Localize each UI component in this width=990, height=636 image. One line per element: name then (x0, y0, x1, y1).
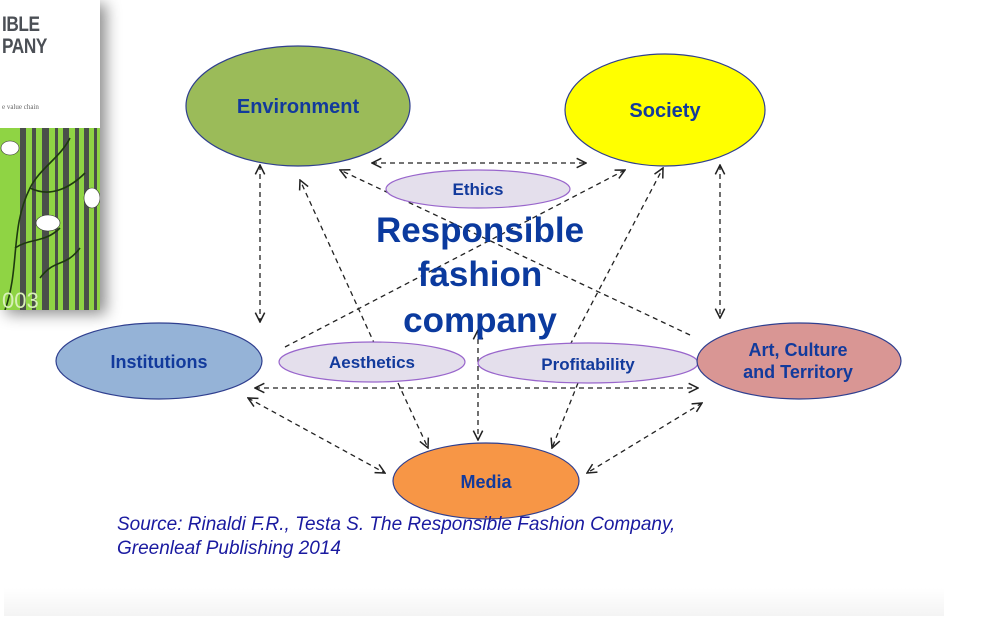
connection-lines (248, 163, 720, 473)
book-subtitle: e value chain (2, 103, 39, 111)
node-environment-label: Environment (237, 96, 360, 118)
node-aesthetics: Aesthetics (278, 341, 466, 383)
node-ethics: Ethics (385, 169, 571, 209)
node-media-label: Media (460, 472, 512, 492)
node-institutions: Institutions (55, 322, 263, 400)
node-media: Media (392, 442, 580, 520)
book-cover-art: 003 (0, 128, 100, 310)
book-number: 003 (2, 288, 39, 310)
center-title-line2: fashion (418, 255, 542, 294)
arrow-profitability-to-media (552, 382, 579, 448)
arrow-art-media (587, 403, 702, 473)
source-line2: Greenleaf Publishing 2014 (117, 538, 341, 559)
source-line1: Source: Rinaldi F.R., Testa S. The Respo… (117, 514, 676, 535)
node-art-label-line2: and Territory (743, 362, 853, 382)
node-society-label: Society (629, 100, 701, 122)
book-title-line2: PANY (2, 35, 47, 58)
center-title-line1: Responsible (376, 211, 584, 250)
node-environment: Environment (185, 45, 411, 167)
node-aesthetics-label: Aesthetics (329, 353, 415, 372)
node-profitability: Profitability (477, 342, 699, 384)
node-society: Society (564, 53, 766, 167)
node-ethics-label: Ethics (452, 180, 503, 199)
book-title-line1: IBLE (2, 13, 40, 36)
node-institutions-label: Institutions (111, 352, 208, 372)
book-title: IBLE PANY (2, 14, 47, 58)
node-profitability-label: Profitability (541, 355, 635, 374)
center-title-line3: company (403, 301, 557, 340)
node-art-culture-territory: Art, Culture and Territory (696, 322, 902, 400)
footer-strip (4, 588, 944, 616)
arrow-to-society-from-institutions (284, 170, 625, 348)
arrow-to-environment-from-aesthetics (300, 180, 376, 346)
node-art-label-line1: Art, Culture (749, 340, 848, 360)
book-cover-image: IBLE PANY e value chain 003 (0, 0, 100, 310)
arrow-aesthetics-to-media (397, 382, 428, 448)
arrow-to-environment-from-art (340, 170, 691, 336)
arrow-to-society-from-profitability (569, 168, 663, 346)
center-title: Responsible fashion company (376, 211, 584, 340)
arrow-institutions-media (248, 398, 385, 473)
source-citation: Source: Rinaldi F.R., Testa S. The Respo… (117, 513, 675, 561)
